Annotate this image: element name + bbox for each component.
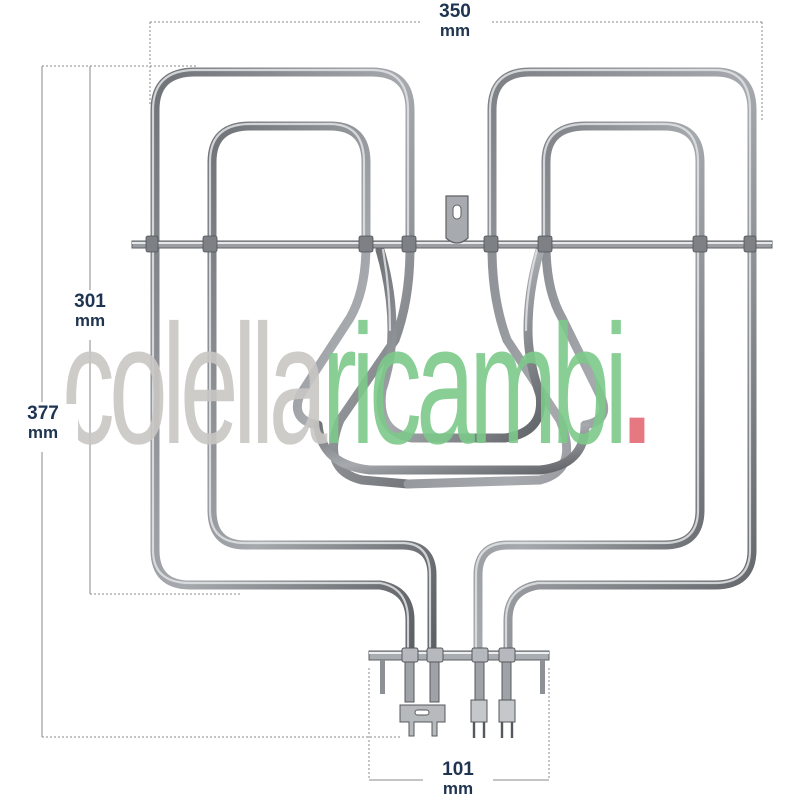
dimension-value: 350	[439, 1, 471, 22]
dimension-unit: mm	[27, 422, 59, 442]
terminals	[399, 661, 516, 738]
support-bar	[131, 195, 773, 253]
dimension-label-width: 350 mm	[420, 2, 490, 40]
heating-element-rods	[150, 67, 757, 655]
dimension-unit: mm	[74, 310, 106, 330]
dimension-label-bracket: 101 mm	[423, 760, 493, 798]
dimension-value: 101	[442, 759, 474, 780]
dimension-unit: mm	[442, 778, 474, 798]
dimension-value: 377	[27, 403, 59, 424]
dimension-lines	[41, 21, 763, 781]
terminal-bracket	[368, 647, 550, 694]
dimension-label-inner-height: 301 mm	[55, 292, 125, 330]
dimension-unit: mm	[439, 20, 471, 40]
dimension-value: 301	[74, 291, 106, 312]
dimension-label-total-height: 377 mm	[8, 404, 78, 442]
